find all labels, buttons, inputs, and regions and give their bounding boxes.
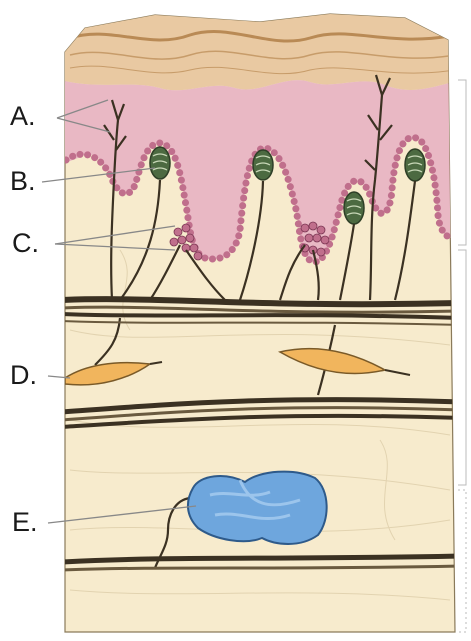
- tactile-corpuscle: [253, 150, 273, 180]
- tactile-corpuscle: [150, 147, 170, 179]
- stratum-corneum: [60, 10, 460, 90]
- label-e: E.: [12, 509, 38, 536]
- tactile-corpuscle: [344, 192, 364, 224]
- tactile-corpuscle: [405, 149, 425, 181]
- layer-brackets: [458, 80, 466, 632]
- label-c: C.: [12, 230, 39, 257]
- label-b: B.: [10, 168, 36, 195]
- label-a: A.: [10, 103, 36, 130]
- label-d: D.: [10, 362, 37, 389]
- lamellated-corpuscle: [188, 472, 327, 544]
